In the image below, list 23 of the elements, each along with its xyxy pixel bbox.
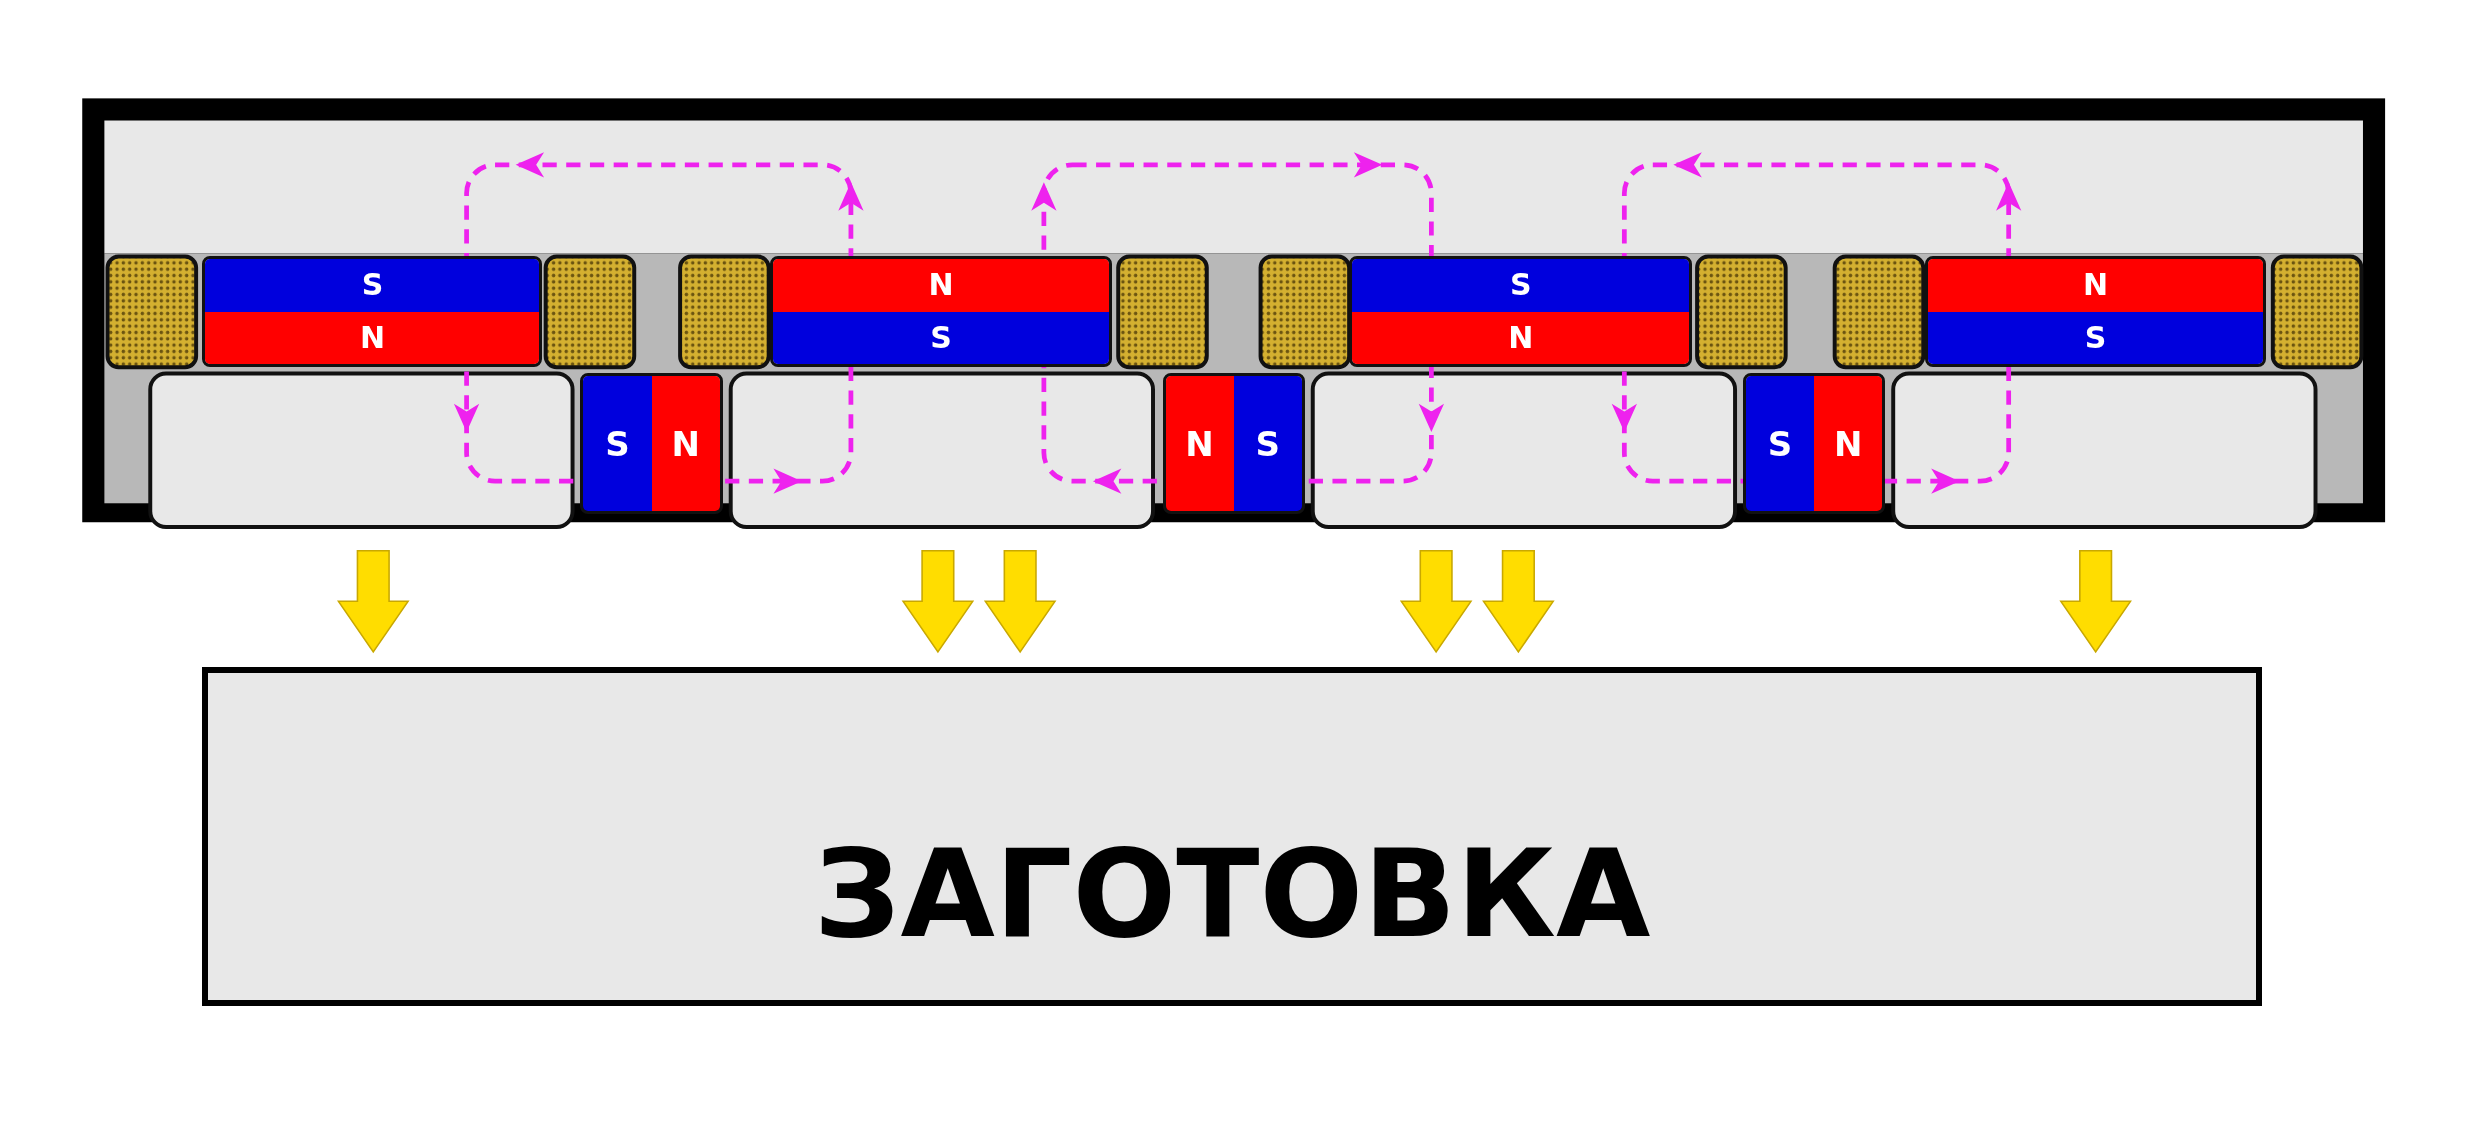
permanent-magnet — [580, 373, 723, 514]
pole-letter: N — [1508, 322, 1534, 353]
pole-letter: N — [928, 270, 954, 301]
permanent-magnet — [202, 256, 543, 367]
permanent-magnet — [770, 256, 1112, 367]
permanent-magnet — [1924, 256, 2267, 367]
workpiece-block — [202, 667, 2262, 1006]
workpiece-label: ЗАГОТОВКА — [813, 832, 1651, 955]
permanent-magnet — [1742, 373, 1886, 514]
pole-letter: N — [2083, 270, 2109, 301]
pole-letter: S — [2084, 322, 2107, 353]
pole-letter: N — [1833, 426, 1863, 461]
pole-letter: S — [1767, 426, 1793, 461]
pole-letter: N — [671, 426, 700, 461]
pole-letter: S — [1255, 426, 1280, 461]
pole-letter: S — [605, 426, 630, 461]
pole-letter: N — [359, 322, 385, 353]
pole-letter: S — [1509, 270, 1532, 301]
pole-letter: S — [361, 270, 384, 301]
pole-letter: N — [1185, 426, 1214, 461]
permanent-magnet — [1162, 373, 1305, 514]
pole-letter: S — [930, 322, 952, 353]
permanent-magnet — [1349, 256, 1693, 367]
